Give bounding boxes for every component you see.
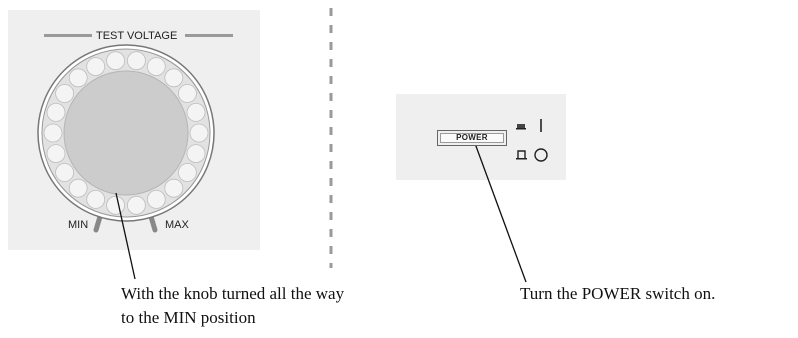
grip-ridge [55, 84, 74, 103]
header-bar-right [185, 34, 233, 37]
grip-ridge [43, 123, 63, 143]
max-label: MAX [165, 219, 189, 231]
grip-ridge [126, 51, 146, 71]
grip-ridge [177, 84, 197, 103]
knob-caption: With the knob turned all the way to the … [121, 282, 344, 330]
header-bar-left [44, 34, 92, 37]
min-label: MIN [68, 219, 89, 231]
knob-pointer-line [115, 192, 136, 280]
grip-ridge [106, 51, 125, 71]
grip-ridge [86, 57, 106, 76]
grip-ridge [189, 123, 209, 143]
grip-ridge [106, 195, 125, 215]
knob-grip-ridges [43, 51, 209, 215]
grip-ridge [186, 144, 206, 164]
power-switch-button[interactable]: POWER [437, 130, 507, 146]
grip-ridge [164, 68, 184, 88]
rotary-knob-icon [37, 44, 215, 222]
power-off-symbol-icon [516, 148, 548, 162]
grip-ridge [46, 103, 66, 122]
grip-ridge [177, 163, 197, 182]
knob-caption-line-2: to the MIN position [121, 308, 256, 327]
test-voltage-label: TEST VOLTAGE [96, 30, 178, 42]
grip-ridge [164, 178, 184, 198]
grip-ridge [46, 144, 66, 164]
grip-ridge [86, 189, 106, 209]
power-pointer-line [472, 137, 527, 283]
grip-ridge [146, 189, 166, 209]
power-on-symbol-icon [516, 119, 542, 132]
power-caption: Turn the POWER switch on. [520, 284, 716, 303]
grip-ridge [126, 195, 146, 215]
grip-ridge [146, 57, 166, 76]
grip-ridge [68, 178, 88, 198]
grip-ridge [68, 68, 88, 88]
grip-ridge [186, 103, 206, 122]
grip-ridge [55, 163, 74, 182]
power-button-label: POWER [456, 133, 488, 142]
knob-caption-line-1: With the knob turned all the way [121, 284, 345, 303]
